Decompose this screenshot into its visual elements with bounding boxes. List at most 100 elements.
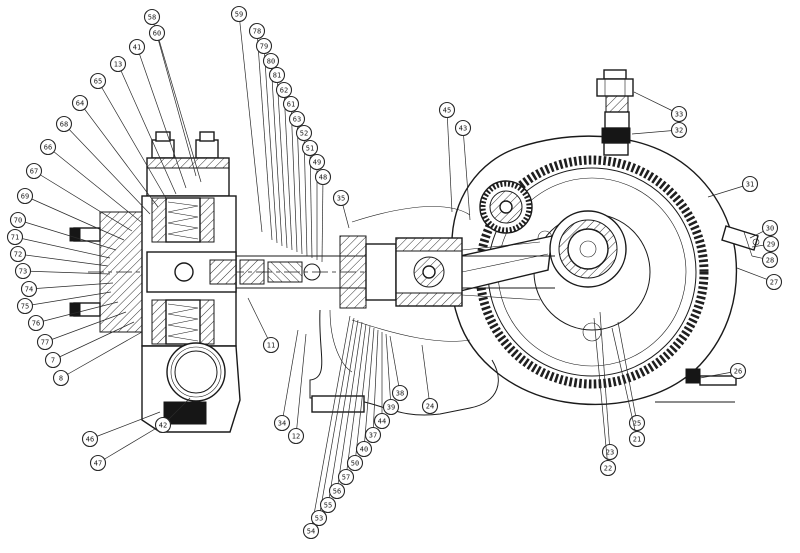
callout-56: 56	[328, 321, 363, 500]
svg-text:39: 39	[387, 403, 395, 411]
callout-31: 31	[707, 175, 759, 198]
svg-text:64: 64	[76, 99, 84, 107]
svg-text:51: 51	[306, 144, 314, 152]
svg-text:7: 7	[51, 356, 55, 364]
svg-text:53: 53	[315, 514, 323, 522]
svg-text:43: 43	[459, 124, 467, 132]
svg-text:44: 44	[378, 417, 386, 425]
callout-68: 68	[55, 115, 151, 215]
callout-72: 72	[9, 245, 109, 267]
svg-text:65: 65	[94, 77, 102, 85]
svg-text:11: 11	[267, 341, 275, 349]
callout-27: 27	[736, 267, 783, 291]
svg-text:75: 75	[21, 302, 29, 310]
callout-34: 34	[273, 329, 299, 432]
callout-42: 42	[154, 397, 191, 434]
svg-text:34: 34	[278, 419, 286, 427]
gear-housing	[450, 135, 738, 406]
svg-text:25: 25	[633, 419, 641, 427]
svg-text:67: 67	[30, 167, 38, 175]
svg-text:38: 38	[396, 389, 404, 397]
callout-80: 80	[262, 52, 283, 247]
callout-44: 44	[373, 332, 391, 430]
svg-text:62: 62	[280, 86, 288, 94]
callout-8: 8	[52, 331, 143, 387]
callout-61: 61	[282, 95, 300, 253]
svg-text:72: 72	[14, 250, 22, 258]
svg-text:48: 48	[319, 173, 327, 181]
svg-text:33: 33	[675, 110, 683, 118]
callout-35: 35	[332, 189, 350, 229]
svg-text:35: 35	[337, 194, 345, 202]
callout-79: 79	[255, 37, 278, 244]
callout-43: 43	[454, 119, 472, 221]
svg-text:46: 46	[86, 435, 94, 443]
svg-text:80: 80	[267, 57, 275, 65]
callout-30: 30	[749, 219, 779, 239]
callout-55: 55	[319, 319, 359, 514]
svg-text:28: 28	[766, 256, 774, 264]
svg-text:47: 47	[94, 459, 102, 467]
callout-22: 22	[593, 317, 617, 477]
callout-74: 74	[20, 280, 114, 298]
mounting-bracket	[309, 309, 499, 416]
callout-76: 76	[27, 301, 119, 332]
svg-text:21: 21	[633, 435, 641, 443]
svg-text:31: 31	[746, 180, 754, 188]
callout-70: 70	[9, 211, 117, 251]
svg-text:63: 63	[293, 115, 301, 123]
callout-38: 38	[389, 335, 409, 402]
callout-12: 12	[287, 333, 307, 445]
valve-spring-upper	[167, 201, 199, 240]
svg-text:66: 66	[44, 143, 52, 151]
callout-54: 54	[302, 315, 351, 540]
callout-62: 62	[275, 81, 293, 251]
callout-69: 69	[16, 187, 125, 241]
callout-29: 29	[751, 235, 780, 253]
valve-spring-lower	[167, 303, 199, 342]
callout-46: 46	[81, 411, 161, 448]
main-shaft-assembly	[232, 206, 555, 342]
svg-text:8: 8	[59, 374, 63, 382]
callout-layer: 5860411365646866676970717273747576777846…	[6, 5, 783, 540]
svg-text:55: 55	[324, 501, 332, 509]
callout-40: 40	[355, 327, 375, 458]
drain-cock	[721, 225, 760, 257]
svg-text:23: 23	[606, 448, 614, 456]
callout-81: 81	[268, 66, 288, 249]
svg-text:24: 24	[426, 402, 434, 410]
callout-7: 7	[44, 321, 135, 369]
callout-41: 41	[128, 38, 187, 189]
callout-59: 59	[230, 5, 263, 233]
svg-text:79: 79	[260, 42, 268, 50]
svg-text:27: 27	[770, 278, 778, 286]
callout-33: 33	[633, 91, 688, 123]
svg-text:73: 73	[19, 267, 27, 275]
callout-66: 66	[39, 138, 142, 223]
svg-text:57: 57	[342, 473, 350, 481]
svg-text:69: 69	[21, 192, 29, 200]
svg-text:52: 52	[300, 129, 308, 137]
pump-body	[69, 131, 241, 433]
callout-25: 25	[617, 321, 646, 432]
svg-text:59: 59	[235, 10, 243, 18]
callout-65: 65	[89, 72, 168, 201]
base-seal-block	[685, 368, 701, 384]
svg-text:32: 32	[675, 126, 683, 134]
svg-text:77: 77	[41, 338, 49, 346]
callout-75: 75	[16, 291, 112, 315]
callout-32: 32	[631, 121, 688, 139]
callout-48: 48	[314, 168, 332, 263]
svg-text:54: 54	[307, 527, 315, 535]
callout-24: 24	[421, 344, 439, 415]
svg-text:58: 58	[148, 13, 156, 21]
svg-text:74: 74	[25, 285, 33, 293]
callout-28: 28	[751, 251, 779, 269]
callout-37: 37	[364, 329, 382, 444]
svg-text:76: 76	[32, 319, 40, 327]
callout-71: 71	[6, 228, 111, 259]
svg-text:56: 56	[333, 487, 341, 495]
svg-text:60: 60	[153, 29, 161, 37]
